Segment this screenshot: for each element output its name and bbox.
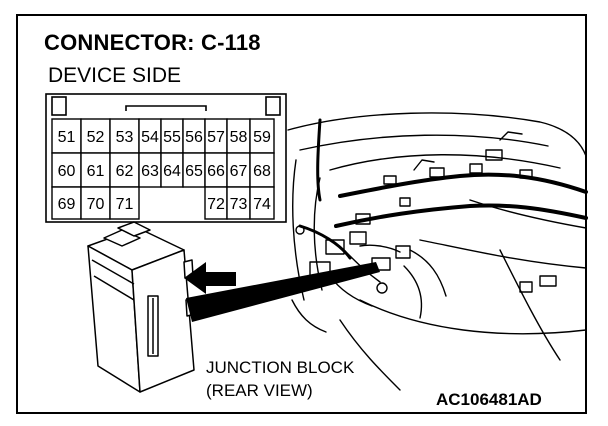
pin-number: 68 xyxy=(253,163,271,180)
pin-number: 53 xyxy=(116,129,134,146)
pin-number: 73 xyxy=(230,196,248,213)
dashboard-harness-illustration xyxy=(287,112,588,391)
pin-number: 63 xyxy=(141,163,159,180)
pin-number: 56 xyxy=(185,129,203,146)
connector-side-label: DEVICE SIDE xyxy=(48,64,182,87)
leader-wedge xyxy=(186,262,380,322)
pin-cell xyxy=(109,186,140,220)
pin-cell xyxy=(51,118,82,154)
pin-number: 52 xyxy=(87,129,105,146)
pin-number: 58 xyxy=(230,129,248,146)
pin-number: 59 xyxy=(253,129,271,146)
junction-block-illustration xyxy=(87,221,196,393)
pin-number: 60 xyxy=(58,163,76,180)
pin-number: 69 xyxy=(58,196,76,213)
pin-cell xyxy=(51,152,82,188)
pin-number: 72 xyxy=(207,196,225,213)
junction-block-label: JUNCTION BLOCK xyxy=(206,358,355,377)
rear-view-label: (REAR VIEW) xyxy=(206,381,313,400)
pin-number: 51 xyxy=(58,129,76,146)
pin-number: 64 xyxy=(163,163,181,180)
pin-number: 61 xyxy=(87,163,105,180)
connector-arrow xyxy=(184,262,236,294)
pin-number: 57 xyxy=(207,129,225,146)
connector-title: CONNECTOR: C-118 xyxy=(44,30,261,55)
pin-number: 70 xyxy=(87,196,105,213)
pin-cell xyxy=(249,186,275,220)
pin-number: 54 xyxy=(141,129,159,146)
diagram-frame xyxy=(16,14,587,414)
pin-number: 71 xyxy=(116,196,134,213)
connector-face xyxy=(45,93,287,223)
pin-number: 66 xyxy=(207,163,225,180)
figure-code: AC106481AD xyxy=(436,390,542,409)
pin-cell xyxy=(249,152,275,188)
pin-number: 65 xyxy=(185,163,203,180)
pin-number: 67 xyxy=(230,163,248,180)
pin-number: 62 xyxy=(116,163,134,180)
pin-number: 74 xyxy=(253,196,271,213)
pin-number: 55 xyxy=(163,129,181,146)
